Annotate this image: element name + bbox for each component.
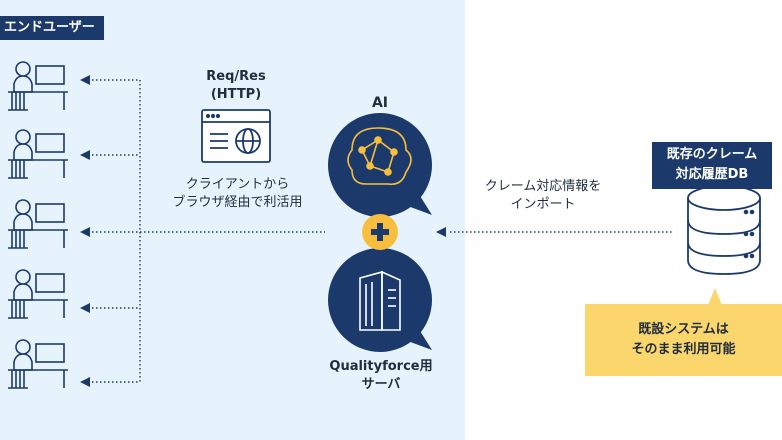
db-tag: 既存のクレーム 対応履歴DB xyxy=(652,142,772,189)
existing-system-line: そのまま利用可能 xyxy=(631,342,736,357)
existing-system-label: 既設システムは そのまま利用可能 xyxy=(600,320,767,360)
ai-label: AI xyxy=(371,95,389,111)
browser-usage-label: クライアントから ブラウザ経由で利活用 xyxy=(155,176,320,212)
end-user-label: エンドユーザー xyxy=(4,20,95,35)
server-label: Qualityforce用 サーバ xyxy=(316,358,446,394)
end-user-tag: エンドユーザー xyxy=(0,16,104,40)
server-building-icon xyxy=(359,270,401,331)
protocol-line: Req/Res xyxy=(206,69,266,84)
browser-window-icon xyxy=(201,109,271,163)
browser-usage-line: ブラウザ経由で利活用 xyxy=(172,195,303,210)
import-line: インポート xyxy=(510,197,576,212)
protocol-label: Req/Res (HTTP) xyxy=(186,68,286,104)
globe-icon xyxy=(235,128,261,154)
server-line: Qualityforce用 xyxy=(329,359,433,374)
db-tag-line: 既存のクレーム xyxy=(666,147,758,162)
db-tag-line: 対応履歴DB xyxy=(675,167,749,182)
database-icon xyxy=(687,185,761,275)
plus-icon xyxy=(362,214,398,250)
existing-system-line: 既設システムは xyxy=(638,322,729,337)
brain-network-icon xyxy=(347,127,412,186)
existing-system-note xyxy=(585,288,782,376)
request-connector xyxy=(92,79,672,383)
arrow-left-icon xyxy=(80,75,446,387)
protocol-line: (HTTP) xyxy=(210,87,262,102)
browser-usage-line: クライアントから xyxy=(185,177,290,192)
import-line: クレーム対応情報を xyxy=(484,179,602,194)
ai-bubble xyxy=(328,113,432,217)
server-bubble xyxy=(328,248,432,352)
import-label: クレーム対応情報を インポート xyxy=(468,178,618,214)
server-line: サーバ xyxy=(361,377,401,392)
